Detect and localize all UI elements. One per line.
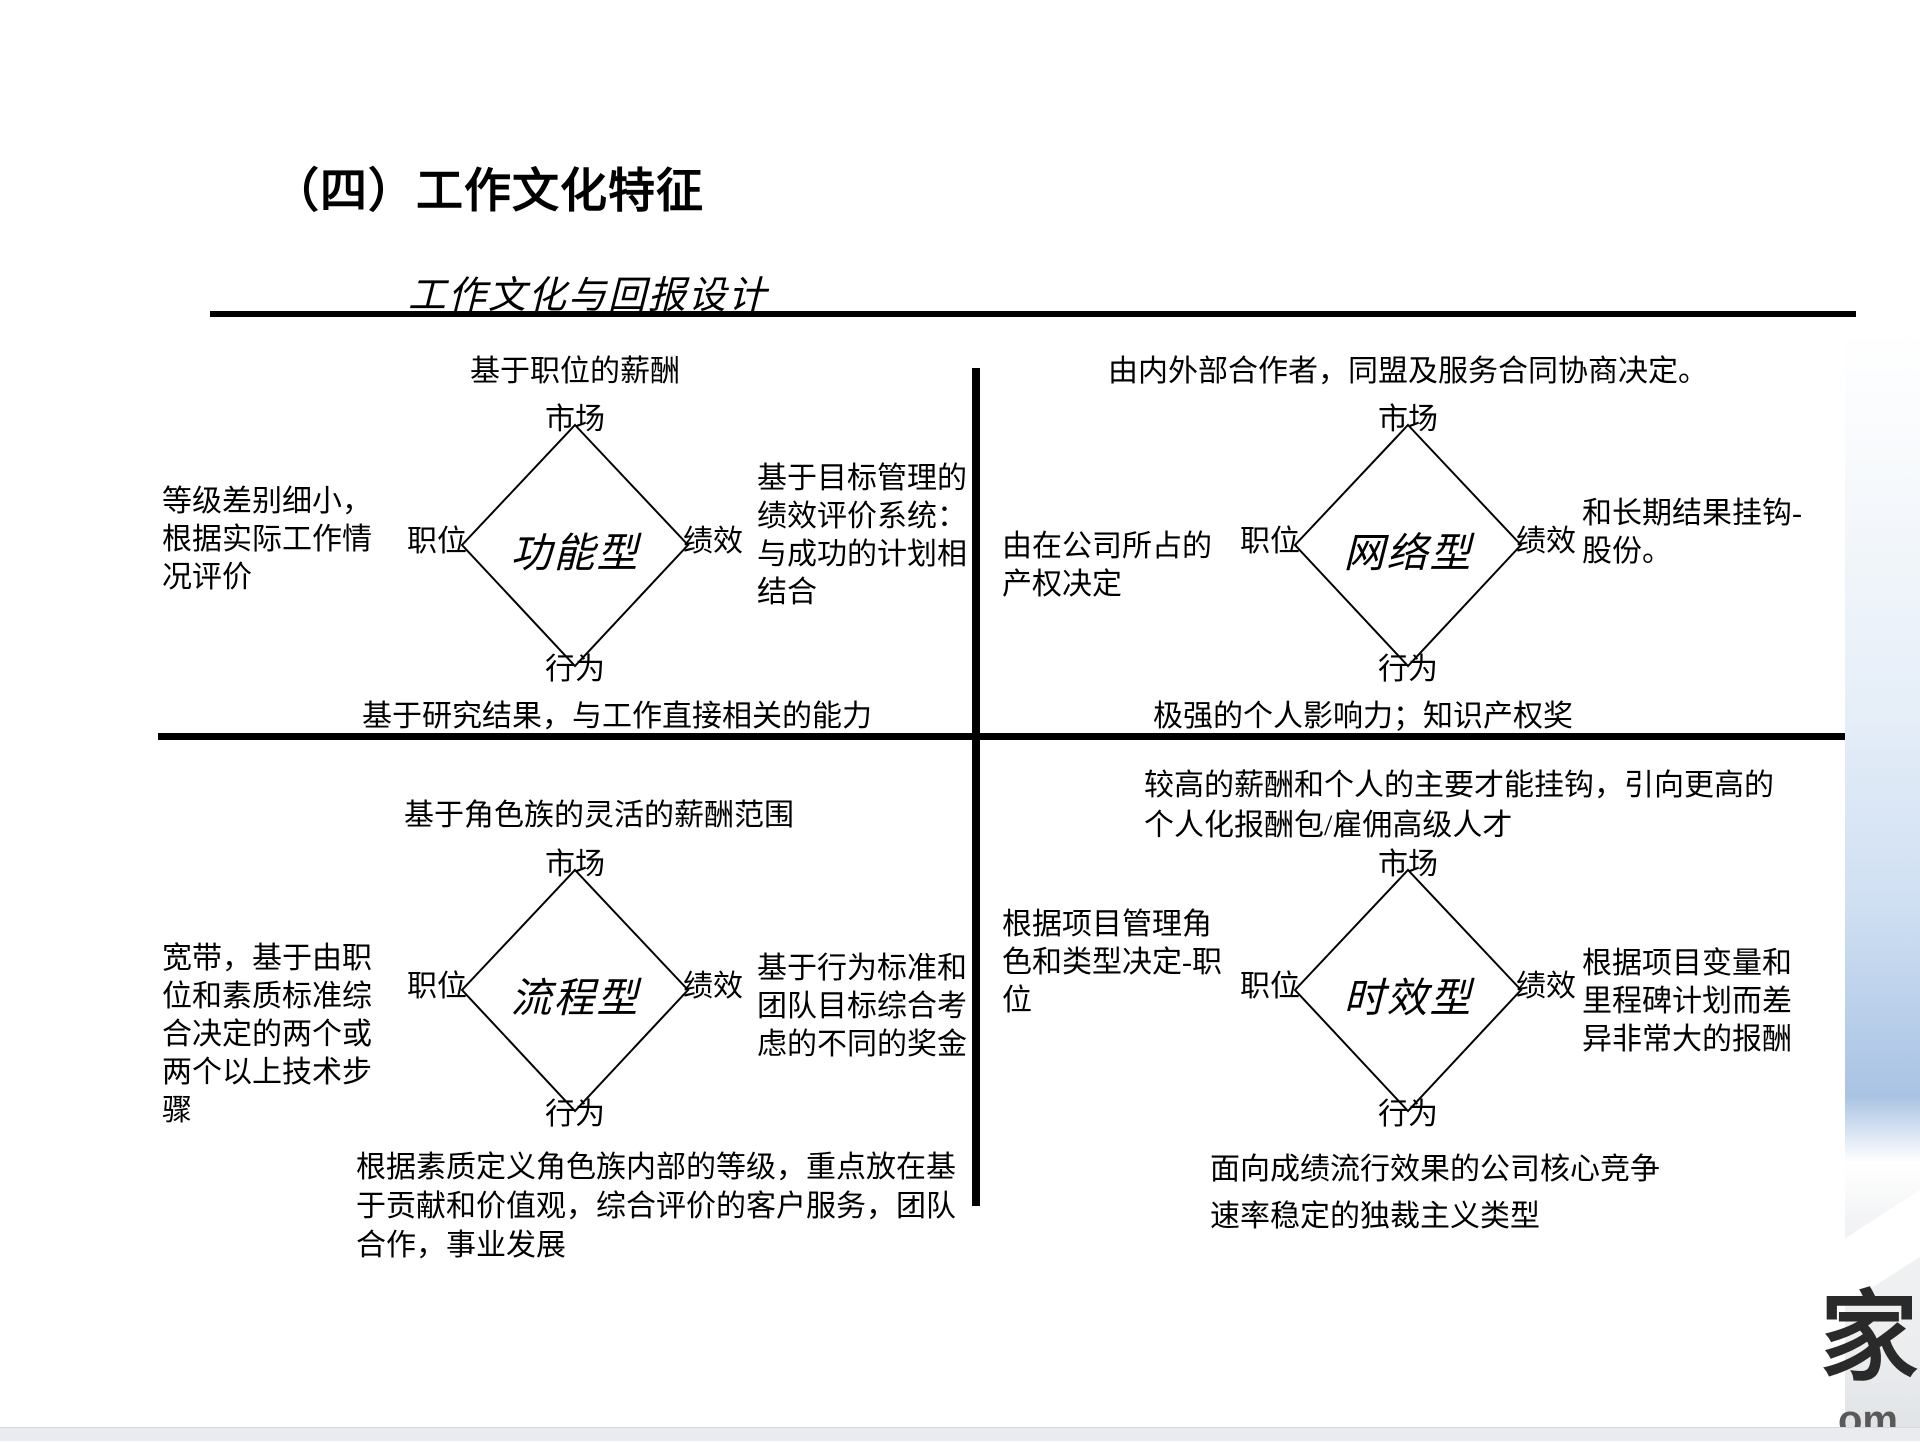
axis-label-position: 职位 bbox=[1240, 525, 1300, 558]
caption-top: 基于职位的薪酬 bbox=[470, 355, 680, 388]
caption-left: 根据项目管理角 色和类型决定-职 位 bbox=[1002, 908, 1222, 1017]
caption-right: 基于行为标准和 团队目标综合考 虑的不同的奖金 bbox=[757, 952, 967, 1061]
axis-label-position: 职位 bbox=[407, 525, 467, 558]
caption-bottom: 面向成绩流行效果的公司核心竞争 速率稳定的独裁主义类型 bbox=[1210, 1153, 1660, 1233]
axis-label-market: 市场 bbox=[545, 848, 605, 881]
axis-label-market: 市场 bbox=[1378, 403, 1438, 436]
axis-label-performance: 绩效 bbox=[683, 525, 743, 558]
horizontal-quadrant-divider bbox=[158, 733, 1858, 740]
axis-label-performance: 绩效 bbox=[683, 970, 743, 1003]
axis-label-performance: 绩效 bbox=[1516, 525, 1576, 558]
caption-top: 由内外部合作者，同盟及服务合同协商决定。 bbox=[1108, 355, 1708, 388]
caption-bottom: 基于研究结果，与工作直接相关的能力 bbox=[362, 700, 872, 733]
page-subtitle: 工作文化与回报设计 bbox=[408, 275, 769, 317]
axis-label-behavior: 行为 bbox=[1378, 653, 1438, 686]
page-title: （四）工作文化特征 bbox=[272, 164, 704, 217]
diamond-outline bbox=[460, 423, 690, 668]
bottom-gray-band bbox=[0, 1427, 1920, 1441]
axis-label-behavior: 行为 bbox=[1378, 1098, 1438, 1131]
diamond-outline bbox=[1293, 868, 1523, 1113]
axis-label-behavior: 行为 bbox=[545, 653, 605, 686]
caption-right: 和长期结果挂钩- 股份。 bbox=[1582, 497, 1802, 568]
subtitle-underline bbox=[210, 311, 1856, 317]
axis-label-position: 职位 bbox=[407, 970, 467, 1003]
caption-left: 宽带，基于由职 位和素质标准综 合决定的两个或 两个以上技术步 骤 bbox=[162, 942, 372, 1127]
quadrant-type-label: 时效型 bbox=[1343, 975, 1473, 1021]
quadrant-type-label: 功能型 bbox=[510, 530, 640, 576]
diamond-outline bbox=[460, 868, 690, 1113]
axis-label-position: 职位 bbox=[1240, 970, 1300, 1003]
caption-left: 由在公司所占的 产权决定 bbox=[1002, 530, 1212, 601]
quadrant-type-label: 流程型 bbox=[510, 975, 640, 1021]
caption-bottom: 极强的个人影响力；知识产权奖 bbox=[1153, 700, 1573, 733]
quadrant-type-label: 网络型 bbox=[1343, 530, 1473, 576]
diamond-outline bbox=[1293, 423, 1523, 668]
caption-right: 基于目标管理的 绩效评价系统： 与成功的计划相 结合 bbox=[757, 462, 967, 609]
axis-label-behavior: 行为 bbox=[545, 1098, 605, 1131]
vertical-quadrant-divider bbox=[972, 368, 980, 1206]
caption-top: 较高的薪酬和个人的主要才能挂钩，引向更高的 个人化报酬包/雇佣高级人才 bbox=[1144, 769, 1774, 842]
caption-bottom: 根据素质定义角色族内部的等级，重点放在基 于贡献和价值观，综合评价的客户服务，团… bbox=[356, 1151, 956, 1262]
caption-right: 根据项目变量和 里程碑计划而差 异非常大的报酬 bbox=[1582, 947, 1792, 1056]
axis-label-market: 市场 bbox=[545, 403, 605, 436]
caption-left: 等级差别细小， 根据实际工作情 况评价 bbox=[162, 485, 372, 594]
watermark-character: 家 bbox=[1820, 1285, 1919, 1393]
caption-top: 基于角色族的灵活的薪酬范围 bbox=[404, 799, 794, 832]
axis-label-performance: 绩效 bbox=[1516, 970, 1576, 1003]
axis-label-market: 市场 bbox=[1378, 848, 1438, 881]
